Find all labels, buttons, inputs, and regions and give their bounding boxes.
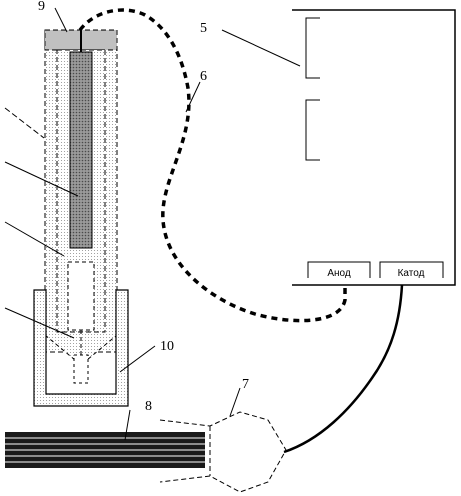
label-9: 9 <box>38 0 45 14</box>
label-6: 6 <box>200 69 207 84</box>
label-7: 7 <box>242 377 249 392</box>
stranded-cable <box>5 432 205 468</box>
cathode-cable <box>283 284 404 454</box>
cathode-terminal-label: Катод <box>398 268 425 279</box>
cable-connector <box>159 411 287 493</box>
power-supply-unit: Анод Катод <box>292 9 456 286</box>
label-10: 10 <box>160 339 174 354</box>
leader-lines <box>4 7 301 441</box>
label-5: 5 <box>200 21 207 36</box>
electrode-assembly <box>44 29 118 385</box>
label-8: 8 <box>145 399 152 414</box>
bath-vessel <box>33 289 129 407</box>
anode-terminal-label: Анод <box>327 268 351 279</box>
anode-cable <box>78 8 347 323</box>
